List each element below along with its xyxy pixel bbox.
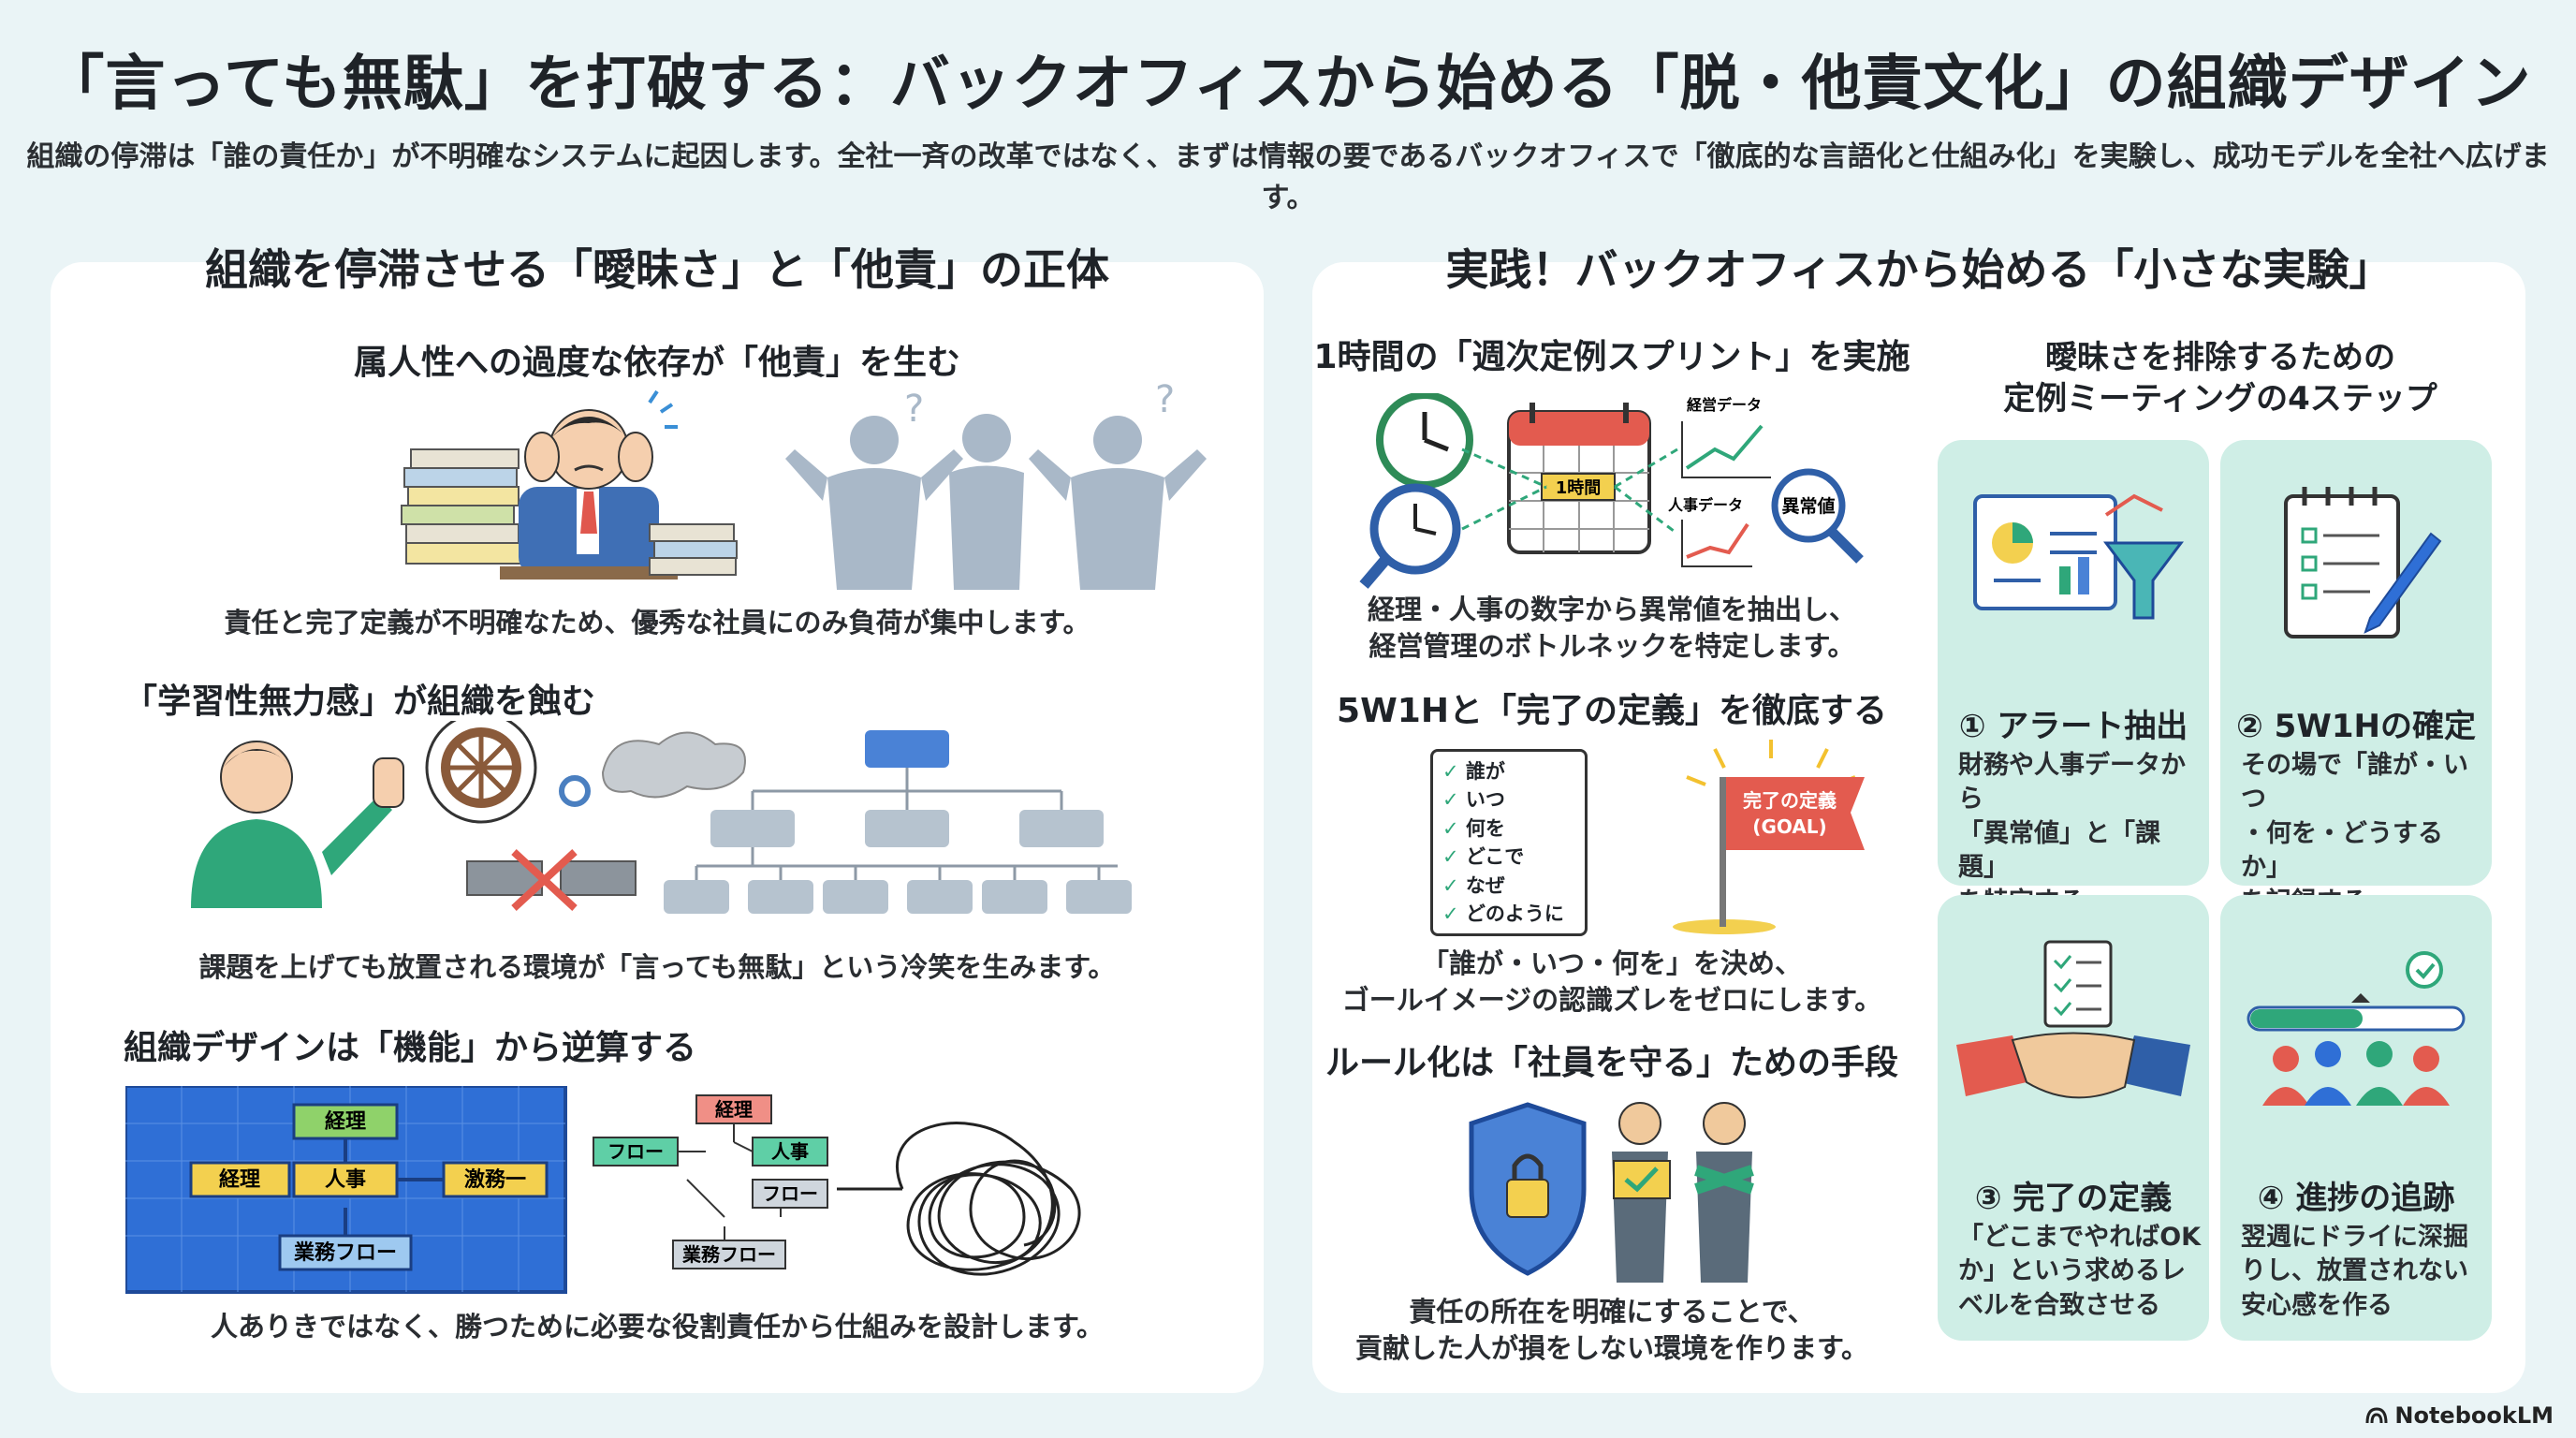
step-4-title: ④ 進捗の追跡	[2257, 1180, 2455, 1217]
protect-employees-illustration	[1469, 1102, 1754, 1283]
checklist-item: ✓ 誰が	[1442, 760, 1505, 783]
blueprint-node-center: 人事	[325, 1167, 366, 1192]
person-arms-crossed-icon	[1694, 1102, 1754, 1283]
person-raising-hand-icon	[191, 741, 404, 908]
left-panel-title: 組織を停滞させる「曖昧さ」と「他責」の正体	[205, 244, 1109, 295]
shield-lock-icon	[1469, 1102, 1587, 1276]
checklist-item: ✓ なぜ	[1442, 873, 1505, 897]
step-card-1: ① アラート抽出 財務や人事データから 「異常値」と「課題」 を特定する	[1938, 440, 2209, 917]
tangle-icon	[837, 1122, 1081, 1276]
page-title: 「言っても無駄」を打破する：バックオフィスから始める「脱・他責文化」の組織デザイ…	[44, 50, 2532, 119]
blueprint-node-bottom: 業務フロー	[294, 1240, 397, 1265]
anomaly-label: 異常値	[1781, 495, 1835, 517]
check-icon: ✓	[1442, 902, 1466, 926]
flag-text: 完了の定義	[1743, 789, 1837, 812]
check-icon: ✓	[1442, 873, 1466, 897]
check-icon: ✓	[1442, 788, 1466, 812]
person-with-check-icon	[1612, 1102, 1671, 1283]
messy-node-bottom: 業務フロー	[682, 1243, 776, 1266]
checklist-item: ✓ 何を	[1442, 816, 1505, 840]
step-1-desc: 財務や人事データから 「異常値」と「課題」 を特定する	[1958, 751, 2186, 917]
check-icon: ✓	[1442, 760, 1466, 783]
messy-node-top: 経理	[715, 1098, 753, 1121]
right-section-2-caption: 「誰が・いつ・何を」を決め、 ゴールイメージの認識ズレをゼロにします。	[1341, 947, 1882, 1017]
step-card-2: ② 5W1Hの確定 その場で「誰が・いつ ・何を・どうするか」 を記録する	[2220, 440, 2492, 917]
progress-team-icon	[2247, 951, 2466, 1106]
right-section-1-caption: 経理・人事の数字から異常値を抽出し、 経営管理のボトルネックを特定します。	[1367, 594, 1856, 663]
steps-title: 曖昧さを排除するための 定例ミーティングの4ステップ	[2003, 339, 2437, 418]
chart-label-2: 人事データ	[1668, 496, 1743, 514]
calendar-icon: 1時間	[1507, 403, 1651, 554]
left-section-1-title: 属人性への過度な依存が「他責」を生む	[353, 344, 960, 382]
brand-name: NotebookLM	[2394, 1402, 2554, 1429]
left-section-2-caption: 課題を上げても放置される環境が「言っても無駄」という冷笑を生みます。	[198, 951, 1116, 983]
right-section-1-title: 1時間の「週次定例スプリント」を実施	[1313, 338, 1910, 376]
left-panel: 組織を停滞させる「曖昧さ」と「他責」の正体 属人性への過度な依存が「他責」を生む	[51, 244, 1264, 1393]
function-design-illustration: 経理 経理 人事 激務一 業務フロー 経理 フロー 人事 フロー 業務フロー	[125, 1086, 1081, 1294]
question-mark-icon: ?	[1155, 384, 1175, 421]
checklist-item: ✓ いつ	[1442, 788, 1505, 812]
learned-helplessness-illustration	[191, 721, 1132, 914]
checklist-item: ✓ どのように	[1442, 902, 1564, 926]
flag-goal-text: (GOAL)	[1752, 815, 1826, 838]
question-mark-icon: ?	[904, 388, 924, 431]
step-2-desc: その場で「誰が・いつ ・何を・どうするか」 を記録する	[2241, 751, 2468, 917]
messy-node-right: 人事	[771, 1140, 809, 1163]
step-3-title: ③ 完了の定義	[1974, 1180, 2173, 1217]
notebooklm-logo-icon	[2365, 1407, 2388, 1424]
brand-logo: NotebookLM	[2364, 1402, 2554, 1429]
step-4-desc: 翌週にドライに深掘 りし、放置されない 安心感を作る	[2241, 1223, 2468, 1320]
broken-pipe-icon	[466, 849, 637, 911]
blueprint-node-top: 経理	[325, 1109, 366, 1134]
checklist-item: ✓ どこで	[1442, 845, 1525, 869]
paper-stack-right-icon	[649, 523, 738, 576]
right-section-3-caption: 責任の所在を明確にすることで、 貢献した人が損をしない環境を作ります。	[1354, 1296, 1869, 1365]
left-section-1-caption: 責任と完了定義が不明確なため、優秀な社員にのみ負荷が集中します。	[224, 607, 1090, 638]
right-section-2-title: 5W1Hと「完了の定義」を徹底する	[1337, 692, 1887, 730]
anomaly-magnifier-icon: 異常値	[1771, 468, 1864, 564]
line-chart-red-icon	[1681, 520, 1752, 567]
shrugging-people-icon	[785, 414, 1207, 590]
left-section-3-title: 組織デザインは「機能」から逆算する	[124, 1029, 697, 1067]
gear-icon	[559, 775, 591, 807]
blueprint-node-right: 激務一	[464, 1167, 526, 1192]
notepad-pen-icon	[2284, 487, 2442, 638]
step-1-title: ① アラート抽出	[1958, 708, 2188, 745]
blueprint-node-left: 経理	[219, 1167, 260, 1192]
handshake-checklist-icon	[1956, 940, 2190, 1099]
page-subtitle: 組織の停滞は「誰の責任か」が不明確なシステムに起因します。全社一斉の改革ではなく…	[26, 140, 2550, 214]
paper-stack-icon	[401, 448, 521, 565]
progress-bar-fill	[2250, 1009, 2363, 1028]
org-chart-icon	[664, 730, 1132, 914]
step-3-desc: 「どこまでやればOK か」という求めるレ ベルを合致させる	[1958, 1223, 2202, 1320]
magnifier-clock-icon	[1359, 483, 1461, 589]
calendar-label: 1時間	[1556, 478, 1602, 498]
5w1h-checklist: ✓ 誰が ✓ いつ ✓ 何を ✓ どこで ✓ なぜ ✓ どのように	[1430, 749, 1588, 936]
step-card-3: ③ 完了の定義 「どこまでやればOK か」という求めるレ ベルを合致させる	[1938, 895, 2209, 1341]
check-icon: ✓	[1442, 816, 1466, 840]
dashboard-filter-icon	[1973, 493, 2184, 620]
messy-node-left: フロー	[607, 1140, 664, 1163]
messy-node-mid: フロー	[762, 1182, 818, 1205]
right-panel-title: 実践！バックオフィスから始める「小さな実験」	[1445, 244, 2393, 295]
left-section-3-caption: 人ありきではなく、勝つために必要な役割責任から仕組みを設計します。	[210, 1311, 1105, 1343]
line-chart-up-icon	[1681, 421, 1771, 478]
overloaded-employee-illustration: ? ?	[401, 384, 1207, 590]
chart-label-1: 経営データ	[1687, 396, 1762, 414]
stressed-person-icon	[500, 389, 678, 580]
blueprint-icon: 経理 経理 人事 激務一 業務フロー	[125, 1086, 567, 1294]
messy-flow-icon: 経理 フロー 人事 フロー 業務フロー	[593, 1094, 1081, 1276]
left-section-2-title: 「学習性無力感」が組織を蝕む	[124, 682, 596, 721]
weekly-sprint-illustration: 1時間 経営データ 人事データ 異常値	[1359, 393, 1864, 589]
broken-wheel-icon	[425, 721, 591, 824]
step-2-title: ② 5W1Hの確定	[2236, 708, 2476, 745]
right-panel: 実践！バックオフィスから始める「小さな実験」 1時間の「週次定例スプリント」を実…	[1312, 244, 2525, 1393]
goal-flag-illustration: 完了の定義 (GOAL)	[1673, 740, 1865, 934]
right-section-3-title: ルール化は「社員を守る」ための手段	[1325, 1044, 1898, 1082]
clock-icon	[1376, 393, 1473, 489]
step-card-4: ④ 進捗の追跡 翌週にドライに深掘 りし、放置されない 安心感を作る	[2220, 895, 2492, 1341]
smoke-cloud-icon	[601, 731, 746, 799]
check-icon: ✓	[1442, 845, 1466, 869]
